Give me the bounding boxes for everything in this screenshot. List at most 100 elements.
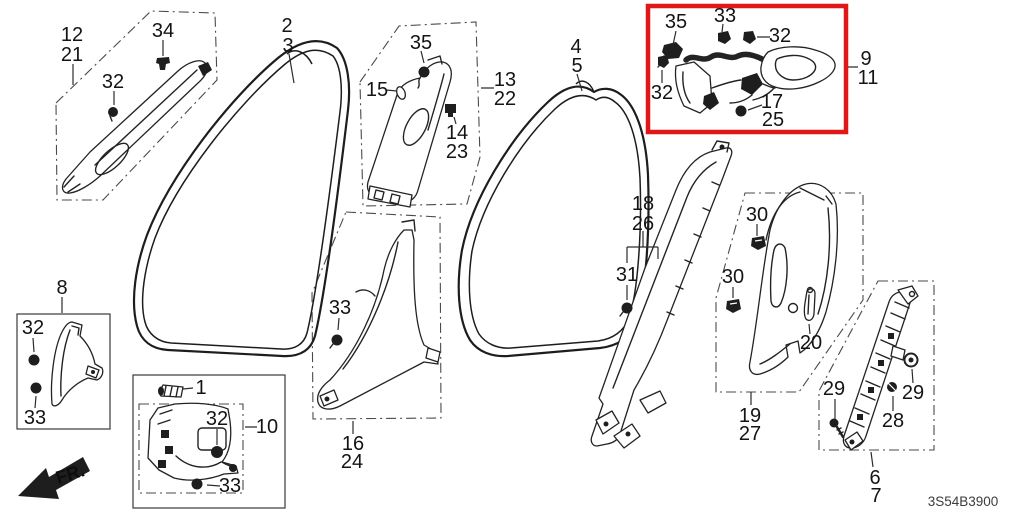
- callout-front-door-opening-seal-2[interactable]: 2: [281, 15, 292, 37]
- callout-center-pillar-stiffener-31[interactable]: 31: [616, 264, 638, 286]
- clip-33-highlight-icon: [718, 31, 731, 44]
- callout-quarter-pillar-garnish-highlighted-17[interactable]: 17: [761, 91, 783, 113]
- kick-panel-slot-a: [161, 430, 169, 438]
- kick-panel-arm-clip: [229, 464, 237, 472]
- box-center-pillar-upper-garnish: [359, 21, 481, 207]
- callout-kick-panel-garnish-33[interactable]: 33: [219, 475, 241, 497]
- front-seal-hook: [286, 50, 313, 65]
- rear-pillar-bottom-line: [759, 343, 791, 365]
- fr-direction: FR.: [18, 457, 90, 499]
- airbag-fold-block-c: [878, 360, 884, 366]
- front-pillar-garnish-foot: [63, 175, 81, 193]
- callout-side-curtain-airbag-28[interactable]: 28: [882, 410, 904, 432]
- callout-kick-panel-garnish-32[interactable]: 32: [206, 408, 228, 430]
- clip-17-25-icon: [735, 105, 747, 117]
- stiffener-foot-c: [639, 390, 667, 414]
- callout-rear-pillar-garnish-30[interactable]: 30: [746, 204, 768, 226]
- quarter-pillar-sail-tail: [752, 86, 776, 101]
- callout-quarter-pillar-garnish-highlighted-32[interactable]: 32: [769, 25, 791, 47]
- callout-side-curtain-airbag-29[interactable]: 29: [902, 382, 924, 404]
- callout-center-pillar-lower-garnish-16[interactable]: 16: [342, 433, 364, 455]
- callout-rear-door-opening-seal-4[interactable]: 4: [570, 36, 581, 58]
- kick-panel-curve: [175, 455, 222, 468]
- grommet-29-right-center: [908, 357, 914, 363]
- sash-20-body: [803, 288, 816, 321]
- callout-quarter-pillar-garnish-highlighted-35[interactable]: 35: [665, 11, 687, 33]
- box-cowl-side-garnish: [16, 313, 111, 430]
- callout-center-pillar-upper-garnish-35[interactable]: 35: [410, 32, 432, 54]
- rear-pillar-top-notch: [799, 187, 833, 205]
- callout-front-door-opening-seal-3[interactable]: 3: [282, 35, 293, 57]
- callout-kick-panel-garnish-1[interactable]: 1: [195, 377, 206, 399]
- callout-rear-pillar-garnish-30[interactable]: 30: [722, 266, 744, 288]
- callout-cowl-side-garnish-33[interactable]: 33: [24, 407, 46, 429]
- cowl-side-outline: [50, 321, 104, 407]
- callout-quarter-pillar-garnish-highlighted-33[interactable]: 33: [714, 5, 736, 27]
- kick-panel-garnish: [147, 384, 239, 490]
- callout-center-pillar-lower-garnish-33[interactable]: 33: [329, 297, 351, 319]
- callout-center-pillar-stiffener-26[interactable]: 26: [632, 213, 654, 235]
- callout-side-curtain-airbag-7[interactable]: 7: [870, 485, 881, 507]
- screw-29-left-icon: [829, 418, 845, 439]
- callout-center-pillar-upper-garnish-13[interactable]: 13: [494, 69, 516, 91]
- center-pillar-upper-foot-slots: [373, 189, 401, 205]
- callout-quarter-pillar-garnish-highlighted-11[interactable]: 11: [858, 67, 879, 89]
- callout-quarter-pillar-garnish-highlighted-32[interactable]: 32: [651, 82, 673, 104]
- clip-32-right-icon: [743, 31, 756, 44]
- rear-pillar-hole: [787, 302, 799, 314]
- kick-panel-slot-c: [158, 460, 166, 468]
- airbag-fold-block-b: [868, 387, 874, 393]
- screw-35-spring: [417, 77, 421, 89]
- clip-32-left-icon: [658, 55, 669, 68]
- quarter-pillar-sail: [760, 46, 836, 90]
- callout-side-curtain-airbag-29[interactable]: 29: [823, 378, 845, 400]
- callout-side-curtain-airbag-6[interactable]: 6: [869, 467, 880, 489]
- callout-rear-pillar-garnish-19[interactable]: 19: [739, 405, 761, 427]
- callout-center-pillar-upper-garnish-23[interactable]: 23: [446, 141, 468, 163]
- clip-31-stem: [619, 311, 624, 317]
- center-pillar-lower-foot-right: [425, 347, 441, 363]
- callout-center-pillar-upper-garnish-22[interactable]: 22: [494, 88, 516, 110]
- callout-rear-door-opening-seal-5[interactable]: 5: [571, 55, 582, 77]
- screw-29-shaft: [835, 425, 845, 439]
- rear-pillar-inner-left: [765, 191, 801, 241]
- clip-14-23-icon: [445, 104, 456, 113]
- callout-center-pillar-upper-garnish-15[interactable]: 15: [366, 79, 388, 101]
- front-seal-inner: [141, 49, 343, 350]
- clip-30-upper-slit: [754, 239, 763, 242]
- callout-front-pillar-garnish-32[interactable]: 32: [102, 71, 124, 93]
- grommet-29-right-icon: [903, 352, 919, 368]
- center-pillar-lower-inner: [342, 241, 399, 370]
- airbag-mid-bracket: [890, 345, 906, 361]
- center-pillar-upper-tab: [427, 55, 443, 65]
- screw-35-highlight-icon: [662, 42, 683, 59]
- callout-cowl-side-garnish-8[interactable]: 8: [56, 277, 67, 299]
- callout-quarter-pillar-garnish-highlighted-25[interactable]: 25: [762, 109, 784, 131]
- callout-quarter-pillar-garnish-highlighted-9[interactable]: 9: [860, 48, 871, 70]
- callout-front-pillar-garnish-34[interactable]: 34: [152, 20, 174, 42]
- clip-30-upper-icon: [751, 236, 766, 250]
- callout-front-pillar-garnish-12[interactable]: 12: [61, 24, 83, 46]
- callout-center-pillar-stiffener-18[interactable]: 18: [632, 193, 654, 215]
- clip-32-kick-icon: [211, 446, 223, 458]
- callout-rear-pillar-garnish-27[interactable]: 27: [739, 423, 761, 445]
- airbag-fold-block-d: [888, 333, 894, 339]
- callout-center-pillar-lower-garnish-24[interactable]: 24: [341, 451, 363, 473]
- callout-kick-panel-garnish-10[interactable]: 10: [256, 416, 278, 438]
- cowl-side-tab: [71, 325, 80, 336]
- callout-cowl-side-garnish-32[interactable]: 32: [22, 317, 44, 339]
- cowl-side-hook-bolt: [91, 370, 95, 374]
- rear-pillar-outline: [748, 182, 839, 376]
- stiffener-top-bolt: [719, 144, 725, 150]
- center-pillar-lower-tab: [401, 219, 416, 232]
- clip-32-cowl-icon: [28, 354, 40, 366]
- airbag-fold-block-a: [857, 414, 863, 420]
- sash-20-line: [807, 294, 810, 315]
- rear-pillar-garnish: [726, 182, 839, 376]
- callout-center-pillar-upper-garnish-14[interactable]: 14: [446, 122, 468, 144]
- highlight-box: [645, 3, 849, 135]
- kick-panel-outline: [147, 402, 239, 481]
- clip-30-lower-icon: [726, 299, 741, 313]
- callout-rear-pillar-garnish-20[interactable]: 20: [800, 332, 822, 354]
- callout-front-pillar-garnish-21[interactable]: 21: [61, 44, 83, 66]
